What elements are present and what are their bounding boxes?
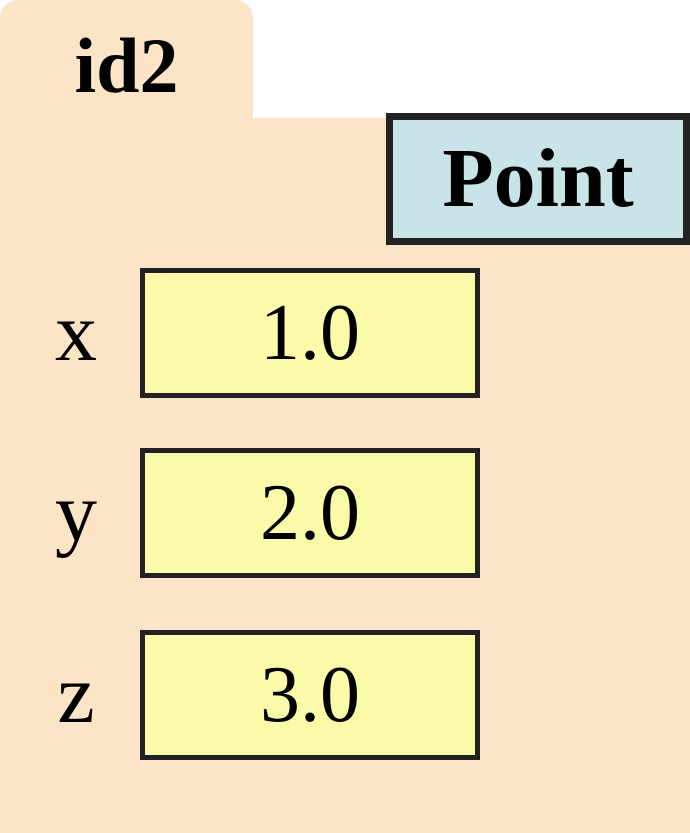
class-name-label: Point: [442, 132, 634, 225]
frame-label: id2: [74, 22, 179, 109]
class-name-box: Point: [386, 113, 690, 245]
attribute-name-x: x: [55, 286, 97, 379]
attribute-name-z: z: [57, 648, 95, 741]
attribute-value-y: 2.0: [260, 469, 360, 557]
attribute-value-box-y: 2.0: [140, 448, 480, 578]
attribute-name-y: y: [55, 466, 97, 559]
attribute-value-z: 3.0: [260, 651, 360, 739]
attribute-value-x: 1.0: [260, 289, 360, 377]
attribute-value-box-z: 3.0: [140, 630, 480, 760]
attribute-value-box-x: 1.0: [140, 268, 480, 398]
frame-tab: id2: [0, 0, 253, 122]
